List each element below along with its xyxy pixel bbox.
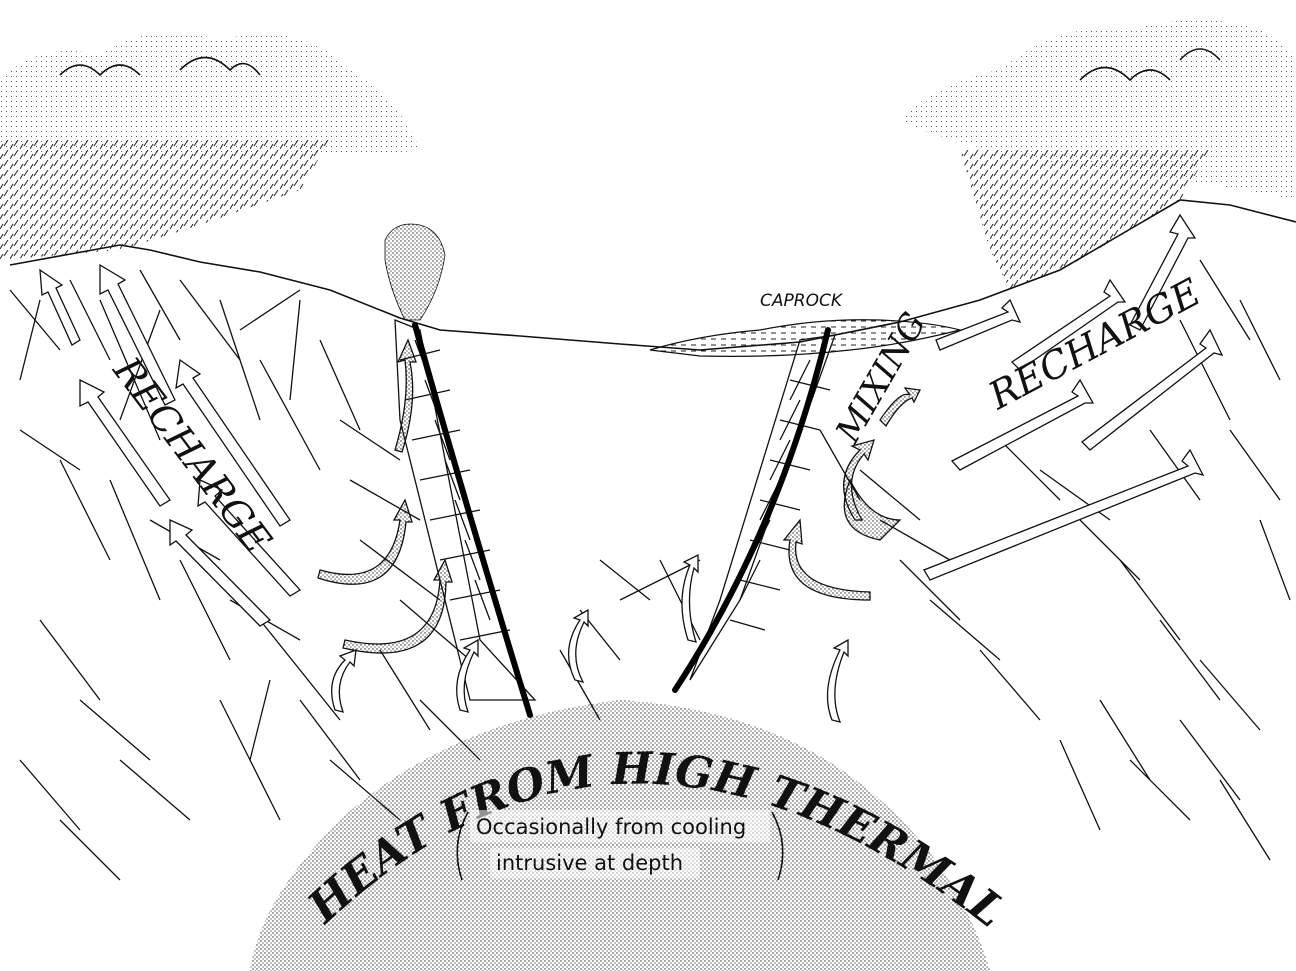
hot-fluid-arrows — [318, 340, 920, 653]
faults — [415, 325, 828, 715]
intrusive-note-line2: intrusive at depth — [496, 851, 683, 875]
recharge-label-right: RECHARGE — [981, 270, 1208, 419]
right-recharge-arrows — [924, 215, 1222, 580]
steam-plume — [385, 224, 445, 320]
left-storm-cloud — [0, 33, 420, 155]
caprock-label: CAPROCK — [760, 291, 844, 311]
intrusive-note-line1: Occasionally from cooling — [476, 815, 746, 839]
left-rain — [0, 140, 330, 260]
